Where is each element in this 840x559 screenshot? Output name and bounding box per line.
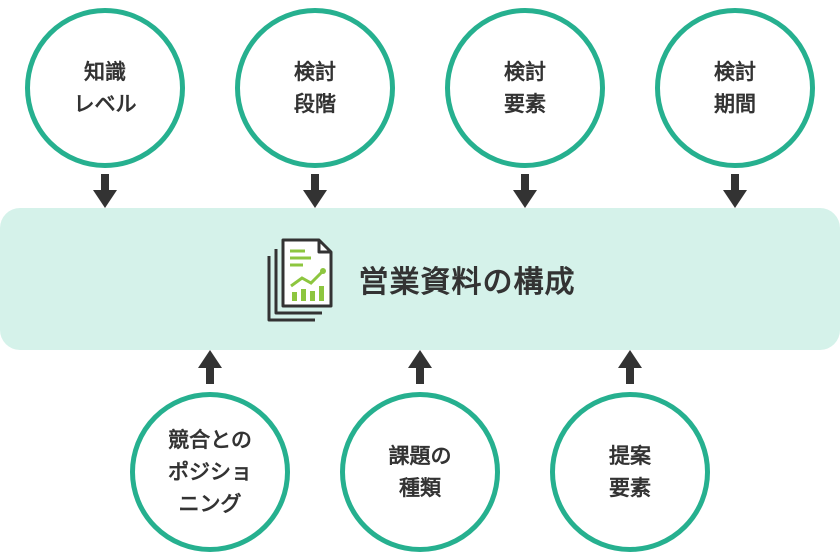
node-issue-types: 課題の 種類 xyxy=(340,392,500,552)
node-line: 課題の xyxy=(388,444,452,468)
arrow-up-icon xyxy=(198,350,222,384)
arrow-down-icon xyxy=(303,174,327,208)
node-consideration-period: 検討 期間 xyxy=(655,8,815,168)
node-line: ポジショ xyxy=(168,460,252,484)
node-line: 競合との xyxy=(168,428,252,452)
node-line: 要素 xyxy=(609,476,651,500)
node-competitive-positioning: 競合との ポジショ ニング xyxy=(130,392,290,552)
node-line: 段階 xyxy=(294,92,336,116)
node-line: ニング xyxy=(178,492,242,516)
node-consideration-stage: 検討 段階 xyxy=(235,8,395,168)
node-line: 要素 xyxy=(504,92,546,116)
arrow-down-icon xyxy=(513,174,537,208)
documents-chart-icon xyxy=(267,238,332,322)
node-line: 検討 xyxy=(504,60,546,84)
arrow-down-icon xyxy=(723,174,747,208)
arrow-up-icon xyxy=(408,350,432,384)
node-line: 検討 xyxy=(294,60,336,84)
node-consideration-factors: 検討 要素 xyxy=(445,8,605,168)
arrow-up-icon xyxy=(618,350,642,384)
node-line: 提案 xyxy=(609,444,651,468)
node-knowledge-level: 知識 レベル xyxy=(25,8,185,168)
node-line: 種類 xyxy=(399,476,441,500)
center-title: 営業資料の構成 xyxy=(358,265,576,300)
arrow-down-icon xyxy=(93,174,117,208)
center-band: 営業資料の構成 xyxy=(0,208,840,350)
node-line: レベル xyxy=(73,92,137,116)
node-line: 期間 xyxy=(714,92,756,116)
node-proposal-factors: 提案 要素 xyxy=(550,392,710,552)
node-line: 知識 xyxy=(84,60,126,84)
node-line: 検討 xyxy=(714,60,756,84)
